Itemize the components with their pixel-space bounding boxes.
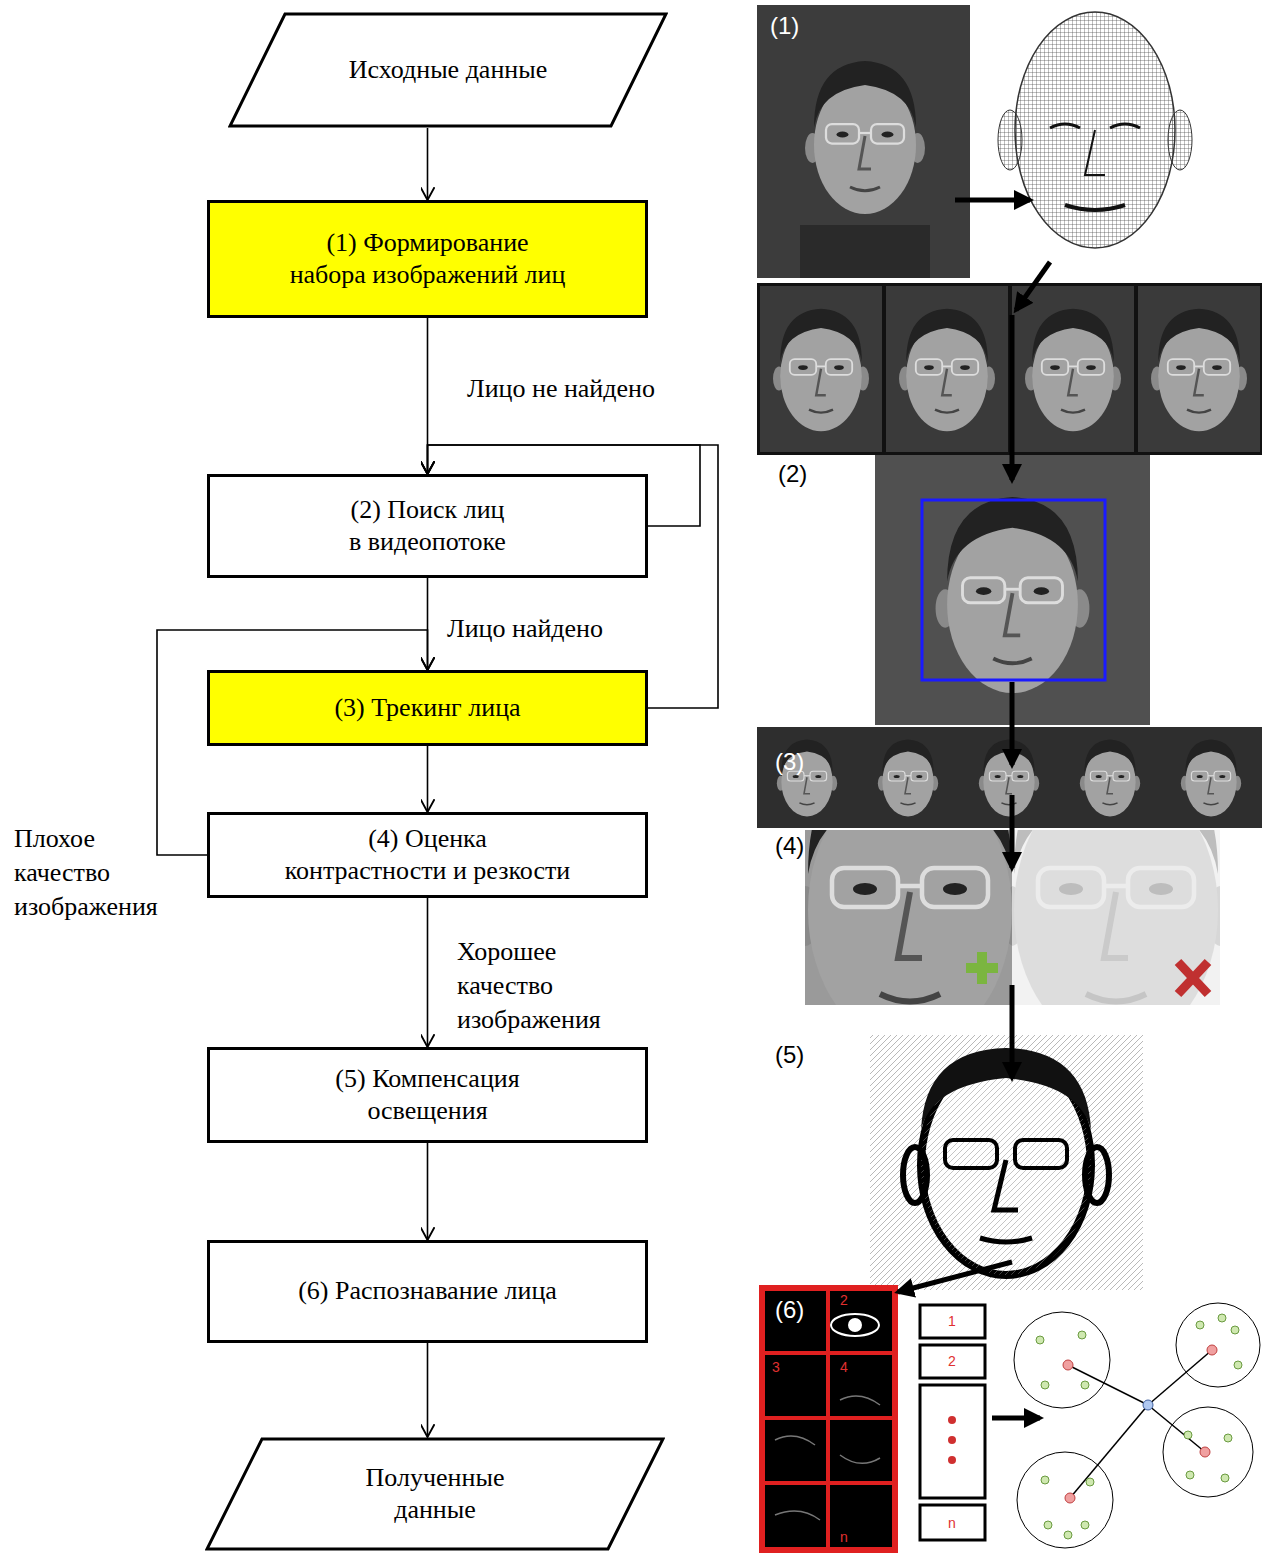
callout-number: 3	[772, 1360, 780, 1374]
face-mesh	[990, 5, 1200, 273]
node-text: (5) Компенсация освещения	[308, 1063, 548, 1128]
callout-number: n	[948, 1516, 956, 1530]
callout-number: (1)	[770, 14, 799, 38]
flow-connector	[427, 1343, 429, 1437]
illumination-result	[870, 1035, 1143, 1290]
flow-connector	[427, 1143, 429, 1240]
process-box: (3) Трекинг лица	[207, 670, 648, 746]
callout-number: n	[840, 1530, 848, 1544]
process-box: (5) Компенсация освещения	[207, 1047, 648, 1143]
node-text: Полученные данные	[335, 1462, 535, 1527]
process-box: (1) Формирование набора изображений лиц	[207, 200, 648, 318]
node-text: (1) Формирование набора изображений лиц	[263, 227, 593, 292]
process-box: (2) Поиск лиц в видеопотоке	[207, 474, 648, 578]
source-photo	[757, 5, 970, 278]
callout-number: 2	[948, 1354, 956, 1368]
callout-number: 2	[840, 1293, 848, 1307]
block-grid	[762, 1288, 895, 1550]
node-text: (6) Распознавание лица	[298, 1275, 557, 1308]
node-text: (4) Оценка контрастности и резкости	[228, 823, 628, 888]
node-text: (3) Трекинг лица	[334, 692, 520, 725]
node-text: Исходные данные	[349, 54, 548, 87]
io-parallelogram: Полученные данные	[205, 1437, 665, 1551]
feature-vector	[920, 1305, 985, 1540]
callout-number: (4)	[775, 834, 804, 858]
flow-arrows	[898, 200, 1050, 1418]
edge-label: Лицо не найдено	[465, 372, 657, 406]
edge-label: Плохое качество изображения	[12, 822, 156, 924]
callout-number: 4	[840, 1360, 848, 1374]
flow-connector	[427, 746, 429, 812]
callout-number: (6)	[775, 1298, 804, 1322]
process-box: (4) Оценка контрастности и резкости	[207, 812, 648, 898]
parallelogram-outline	[205, 1437, 665, 1551]
callout-number: 1	[948, 1314, 956, 1328]
io-parallelogram: Исходные данные	[228, 12, 668, 128]
edge-label: Хорошее качество изображения	[455, 935, 609, 1037]
edge-label: Лицо найдено	[445, 612, 605, 646]
callout-number: (3)	[775, 750, 804, 774]
process-box: (6) Распознавание лица	[207, 1240, 648, 1343]
node-text: (2) Поиск лиц в видеопотоке	[318, 494, 538, 559]
cluster-diagram	[1014, 1303, 1260, 1548]
callout-number: (2)	[778, 462, 807, 486]
callout-number: (5)	[775, 1043, 804, 1067]
flow-connector	[427, 898, 429, 1047]
flow-connector	[427, 128, 429, 200]
